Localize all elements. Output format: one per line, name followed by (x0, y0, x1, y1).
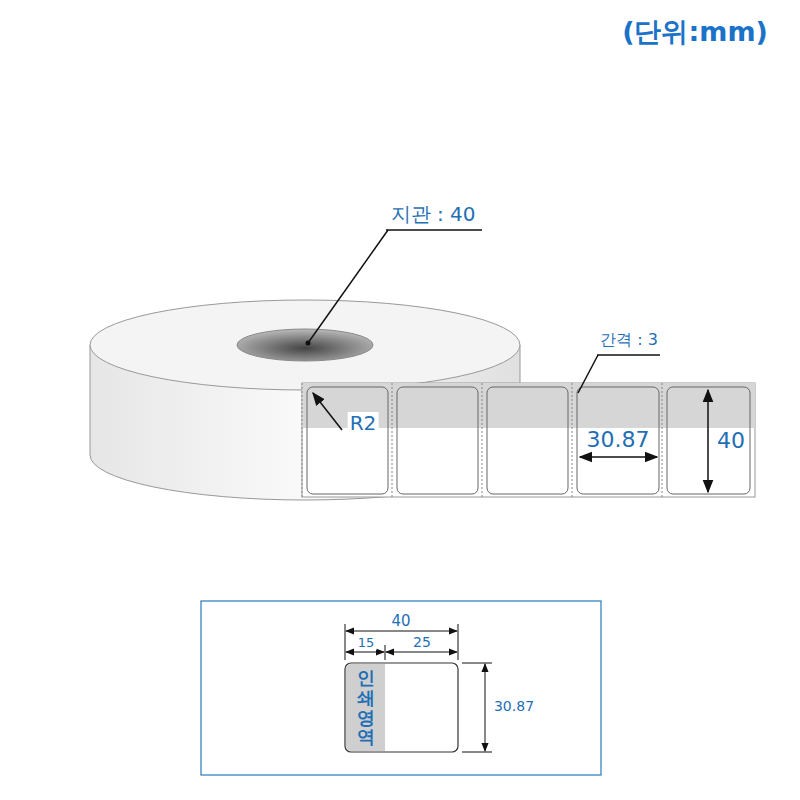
label-height: 30.87 (492, 699, 536, 714)
blank-width: 25 (411, 635, 433, 650)
corner-radius: R2 (348, 412, 379, 434)
unit-title: (단위:mm) (622, 17, 768, 47)
total-width: 40 (389, 613, 412, 630)
print-width: 15 (356, 636, 377, 650)
print-area-text: 인쇄영역 (357, 668, 375, 747)
label-height: 40 (715, 429, 747, 453)
print-area-band: 인쇄영역 (346, 664, 385, 751)
label-width: 30.87 (585, 428, 652, 452)
gap-size: 간격 : 3 (598, 331, 660, 349)
core-size: 지관 : 40 (389, 203, 478, 225)
